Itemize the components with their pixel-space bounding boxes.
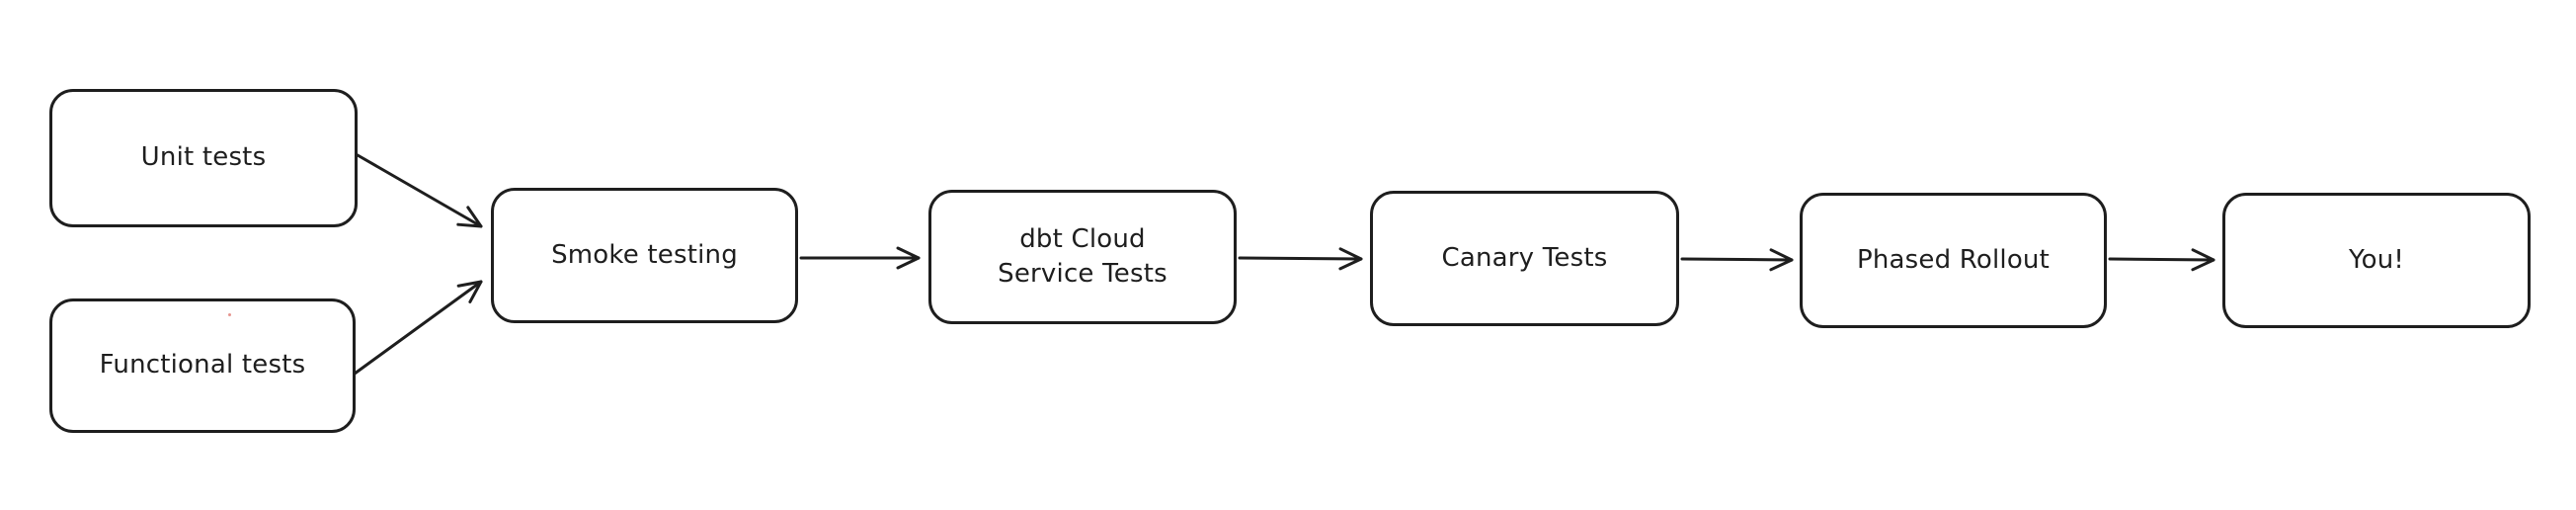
node-label: Functional tests: [99, 350, 306, 381]
node-label: Phased Rollout: [1856, 244, 2051, 275]
node-phased-rollout: Phased Rollout: [1800, 193, 2107, 328]
node-dbt-cloud-service-tests: dbt Cloud Service Tests: [928, 190, 1237, 324]
node-label: Canary Tests: [1441, 242, 1608, 273]
stray-red-dot: [228, 313, 231, 316]
node-smoke-testing: Smoke testing: [491, 188, 798, 323]
node-label-line-1: dbt Cloud: [1019, 223, 1146, 254]
node-functional-tests: Functional tests: [49, 298, 356, 433]
node-label: Smoke testing: [551, 239, 738, 270]
node-label: Unit tests: [140, 142, 267, 173]
node-you: You!: [2222, 193, 2531, 328]
edge-arrow-dbt-cloud-service-tests-to-canary-tests: [1238, 247, 1363, 271]
node-canary-tests: Canary Tests: [1370, 191, 1679, 326]
node-unit-tests: Unit tests: [49, 89, 358, 227]
edge-arrow-functional-tests-to-smoke-testing: [353, 280, 483, 376]
edge-arrow-unit-tests-to-smoke-testing: [356, 153, 483, 228]
edge-arrow-phased-rollout-to-you: [2108, 248, 2215, 272]
node-label: You!: [2348, 244, 2405, 275]
edge-arrow-canary-tests-to-phased-rollout: [1680, 248, 1794, 272]
node-label-line-2: Service Tests: [998, 259, 1167, 289]
